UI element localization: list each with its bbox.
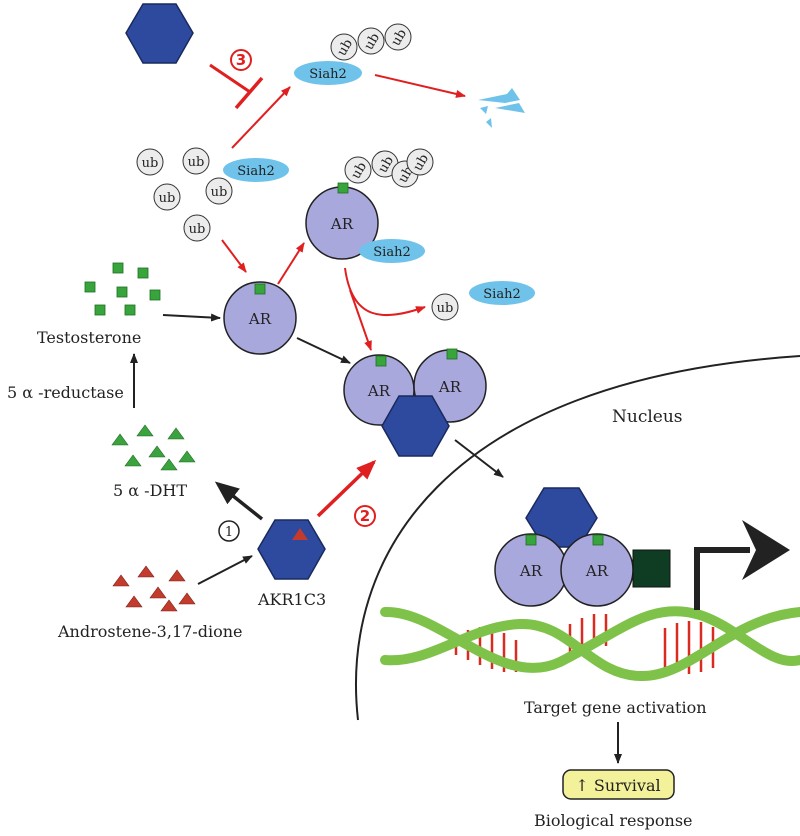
survival-box xyxy=(562,769,675,800)
ar-center-label: AR xyxy=(248,310,272,328)
testosterone-squares xyxy=(84,262,161,316)
svg-text:ub: ub xyxy=(159,191,176,206)
dht-triangles xyxy=(111,424,196,471)
degradation-fragments xyxy=(478,88,525,128)
arrow-akr1c3-to-dht xyxy=(214,481,264,521)
akr1c3-hexagon xyxy=(257,519,326,580)
androstene-triangles xyxy=(112,565,196,612)
arrow-ar-to-ar-ubiquitinated xyxy=(277,242,305,285)
step1-marker xyxy=(218,520,240,542)
ar-dimer-right-ligand xyxy=(446,348,458,360)
arrow-testosterone-to-ar xyxy=(162,313,221,322)
dna-helix xyxy=(380,606,800,682)
ub-chain-top: ub ub ub xyxy=(330,23,412,61)
gene-regulatory-box xyxy=(632,549,671,588)
ar-nuclear-right-ligand xyxy=(592,534,604,546)
target-gene-label: Target gene activation xyxy=(524,698,707,717)
siah2-free xyxy=(223,158,289,182)
ar-nuclear-left-label: AR xyxy=(519,562,543,580)
svg-text:ub: ub xyxy=(335,37,356,59)
inhibitor-hexagon xyxy=(125,3,194,64)
arrow-dimer-to-nucleus xyxy=(454,439,504,478)
siah2-released-label: Siah2 xyxy=(483,287,520,302)
svg-text:ub: ub xyxy=(376,154,397,176)
step3-label: 3 xyxy=(236,51,246,69)
siah2-top xyxy=(294,61,362,85)
dimer-hexagon xyxy=(381,395,450,457)
step2-marker xyxy=(354,505,376,527)
reductase-label: 5 α -reductase xyxy=(7,383,124,402)
svg-text:ub: ub xyxy=(211,185,228,200)
siah2-free-label: Siah2 xyxy=(237,164,274,179)
testosterone-label: Testosterone xyxy=(37,328,141,347)
transcription-arrow xyxy=(694,547,750,610)
siah2-on-ar-label: Siah2 xyxy=(373,245,410,260)
free-ub-group: ub ub ub ub ub xyxy=(136,147,233,242)
ar-nuclear-right-label: AR xyxy=(585,562,609,580)
step3-marker xyxy=(230,49,252,71)
dht-label: 5 α -DHT xyxy=(113,481,187,500)
siah2-on-ar xyxy=(359,239,425,263)
ar-dimer-right-label: AR xyxy=(438,378,462,396)
ub-chain-ar: ub ub ub ub xyxy=(344,148,434,188)
svg-text:ub: ub xyxy=(349,160,370,182)
step2-label: 2 xyxy=(360,507,370,525)
arrow-akr1c3-to-dimer xyxy=(316,459,377,518)
arrow-ub-to-siah2 xyxy=(231,86,291,149)
survival-label: ↑ Survival xyxy=(575,776,660,795)
inhibition-bar xyxy=(234,76,264,110)
svg-text:ub: ub xyxy=(362,31,383,53)
svg-text:ub: ub xyxy=(411,152,432,174)
step1-label: 1 xyxy=(225,525,233,540)
arrow-ub-to-ar xyxy=(221,239,247,273)
inhibition-line xyxy=(209,63,251,94)
ar-center xyxy=(223,281,297,355)
ar-ubiquitinated-label: AR xyxy=(330,215,354,233)
nucleus-label: Nucleus xyxy=(612,407,683,427)
svg-text:ub: ub xyxy=(142,156,159,171)
arrow-ar-to-dimer xyxy=(296,337,351,364)
arrow-androstene-to-akr1c3 xyxy=(197,555,253,585)
ar-nuclear-left-ligand xyxy=(525,534,537,546)
ar-ubiquitinated-ligand xyxy=(337,182,349,194)
siah2-top-label: Siah2 xyxy=(309,67,346,82)
biological-response-label: Biological response xyxy=(534,811,693,830)
ar-dimer-left-ligand xyxy=(375,355,387,367)
androstene-label: Androstene-3,17-dione xyxy=(57,622,242,641)
nucleus-membrane xyxy=(355,355,800,721)
arrow-siah2-to-degradation xyxy=(374,74,466,98)
svg-text:ub: ub xyxy=(189,222,206,237)
ub-released xyxy=(431,293,459,321)
arrow-release-ub xyxy=(344,267,426,317)
ub-released-label: ub xyxy=(437,301,454,316)
ar-center-ligand xyxy=(254,283,266,295)
siah2-released xyxy=(469,281,535,305)
ar-dimer-left-label: AR xyxy=(367,382,391,400)
transcription-arrowhead xyxy=(742,520,790,580)
arrow-ar-ub-to-dimer xyxy=(349,289,372,351)
svg-text:ub: ub xyxy=(188,155,205,170)
akr1c3-label: AKR1C3 xyxy=(257,590,326,609)
svg-text:ub: ub xyxy=(389,27,410,49)
akr1c3-substrate xyxy=(292,528,308,540)
